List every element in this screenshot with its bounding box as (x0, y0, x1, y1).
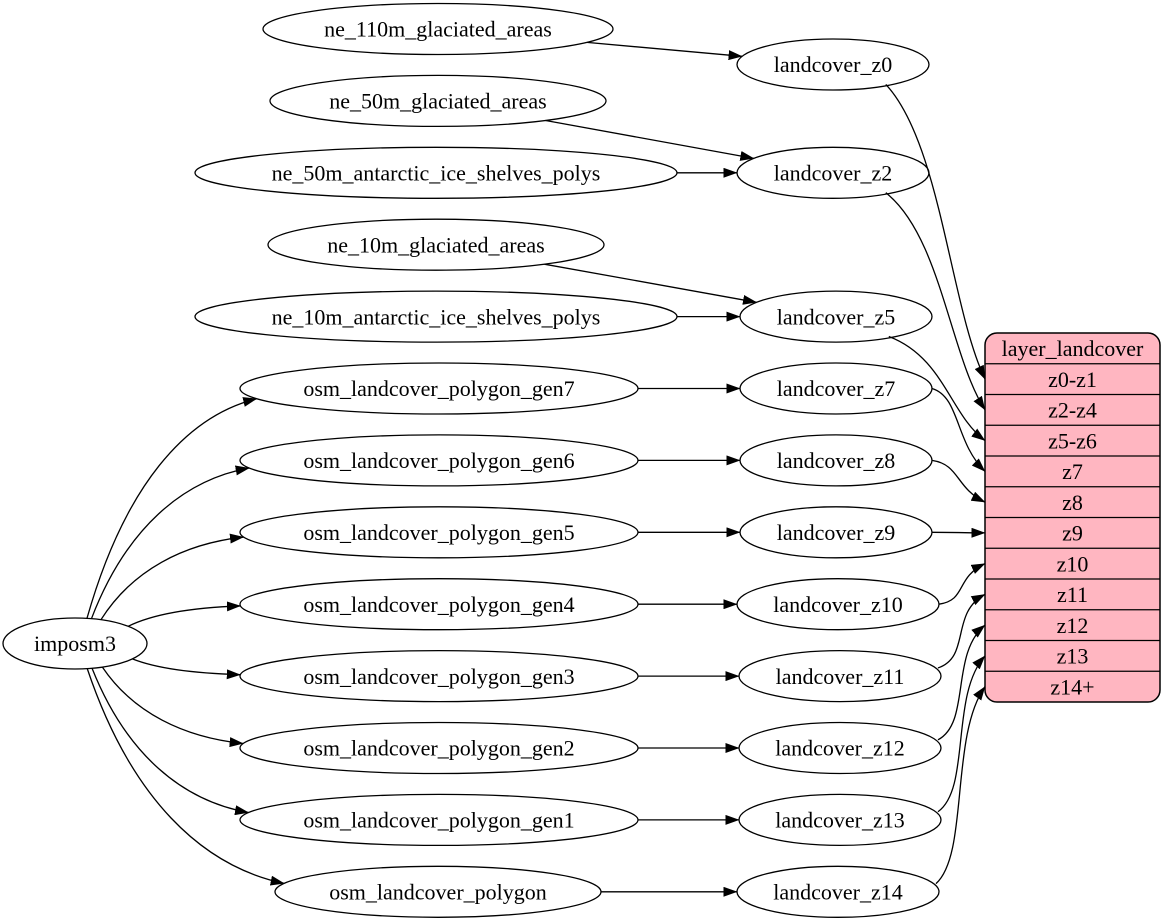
record-row-z5-z6: z5-z6 (1048, 428, 1097, 453)
edge-imposm3-to-osm_landcover_polygon_gen2 (101, 666, 244, 748)
edge-imposm3-to-osm_landcover_polygon_gen5 (100, 533, 245, 621)
edge-imposm3-to-osm_landcover_polygon_gen4 (127, 601, 241, 627)
edge-landcover_z9-to-row-z9 (931, 527, 986, 538)
node-landcover_z13: landcover_z13 (738, 793, 942, 847)
node-osm_landcover_polygon_gen1: osm_landcover_polygon_gen1 (239, 793, 639, 847)
node-label-osm_landcover_polygon: osm_landcover_polygon (329, 880, 547, 905)
node-osm_landcover_polygon_gen4: osm_landcover_polygon_gen4 (239, 578, 639, 631)
node-ne_10m_glaciated_areas: ne_10m_glaciated_areas (267, 218, 605, 271)
edge-landcover_z10-to-row-z10 (938, 563, 986, 605)
node-shape-ne_10m_glaciated_areas (267, 218, 605, 271)
edge-landcover_z13-to-row-z13 (937, 655, 986, 813)
edge-ne_50m_glaciated_areas-to-landcover_z2 (545, 119, 755, 161)
node-label-osm_landcover_polygon_gen3: osm_landcover_polygon_gen3 (303, 664, 574, 689)
edge-imposm3-to-osm_landcover_polygon (86, 668, 285, 886)
node-label-osm_landcover_polygon_gen4: osm_landcover_polygon_gen4 (303, 592, 574, 617)
node-label-landcover_z0: landcover_z0 (774, 52, 893, 77)
node-landcover_z5: landcover_z5 (739, 290, 933, 343)
record-row-z14+: z14+ (1050, 674, 1094, 699)
node-label-landcover_z5: landcover_z5 (777, 304, 896, 329)
node-ne_110m_glaciated_areas: ne_110m_glaciated_areas (262, 2, 614, 56)
node-osm_landcover_polygon_gen2: osm_landcover_polygon_gen2 (239, 721, 639, 775)
node-landcover_z8: landcover_z8 (739, 434, 933, 487)
edge-imposm3-to-osm_landcover_polygon_gen3 (132, 658, 241, 680)
node-label-osm_landcover_polygon_gen6: osm_landcover_polygon_gen6 (303, 448, 574, 473)
edge-landcover_z11-to-row-z11 (937, 593, 986, 669)
node-label-ne_110m_glaciated_areas: ne_110m_glaciated_areas (324, 17, 552, 42)
edge-landcover_z5-to-row-z5-z6 (888, 335, 986, 442)
node-osm_landcover_polygon_gen6: osm_landcover_polygon_gen6 (239, 434, 639, 487)
edge-imposm3-to-osm_landcover_polygon_gen6 (90, 465, 250, 619)
edge-imposm3-to-osm_landcover_polygon_gen7 (86, 397, 258, 619)
edges (86, 41, 986, 897)
node-label-ne_10m_antarctic_ice_shelves_polys: ne_10m_antarctic_ice_shelves_polys (272, 304, 601, 329)
record-row-z10: z10 (1057, 551, 1089, 576)
node-shape-landcover_z0 (736, 38, 930, 91)
node-landcover_z0: landcover_z0 (736, 38, 930, 91)
node-label-landcover_z11: landcover_z11 (776, 664, 905, 689)
node-landcover_z11: landcover_z11 (738, 649, 942, 703)
node-label-ne_50m_antarctic_ice_shelves_polys: ne_50m_antarctic_ice_shelves_polys (272, 161, 601, 186)
node-osm_landcover_polygon: osm_landcover_polygon (274, 865, 602, 918)
edge-ne_110m_glaciated_areas-to-landcover_z0 (586, 41, 743, 61)
record-row-z12: z12 (1057, 613, 1089, 638)
node-label-landcover_z2: landcover_z2 (774, 161, 893, 186)
node-label-osm_landcover_polygon_gen2: osm_landcover_polygon_gen2 (303, 736, 574, 761)
record-row-z2-z4: z2-z4 (1048, 398, 1097, 423)
node-landcover_z2: landcover_z2 (736, 146, 930, 199)
edge-landcover_z7-to-row-z7 (931, 387, 986, 472)
edge-landcover_z2-to-row-z2-z4 (885, 192, 986, 411)
record-row-z7: z7 (1062, 459, 1083, 484)
node-landcover_z10: landcover_z10 (736, 578, 940, 631)
node-shape-imposm3 (2, 617, 148, 670)
node-osm_landcover_polygon_gen5: osm_landcover_polygon_gen5 (239, 506, 639, 559)
node-label-osm_landcover_polygon_gen7: osm_landcover_polygon_gen7 (303, 376, 574, 401)
node-ne_50m_glaciated_areas: ne_50m_glaciated_areas (269, 74, 607, 128)
node-shape-ne_110m_glaciated_areas (262, 2, 614, 56)
edge-landcover_z12-to-row-z12 (937, 624, 986, 741)
edge-imposm3-to-osm_landcover_polygon_gen1 (91, 668, 250, 816)
node-layer-landcover: layer_landcover z0-z1 z2-z4 z5-z6 z7 z8 z9 z10 z… (984, 332, 1161, 703)
node-label-imposm3: imposm3 (34, 631, 116, 656)
edge-ne_10m_glaciated_areas-to-landcover_z5 (544, 263, 757, 305)
nodes: imposm3 ne_110m_glaciated_areas ne_50m_gla… (2, 2, 942, 918)
node-landcover_z7: landcover_z7 (739, 362, 933, 415)
record-row-z13: z13 (1057, 644, 1089, 669)
record-row-z0-z1: z0-z1 (1048, 367, 1097, 392)
node-label-osm_landcover_polygon_gen5: osm_landcover_polygon_gen5 (303, 520, 574, 545)
node-shape-ne_50m_glaciated_areas (269, 74, 607, 128)
node-ne_50m_antarctic_ice_shelves_polys: ne_50m_antarctic_ice_shelves_polys (194, 146, 678, 199)
node-label-osm_landcover_polygon_gen1: osm_landcover_polygon_gen1 (303, 808, 574, 833)
node-label-landcover_z8: landcover_z8 (777, 448, 896, 473)
node-label-landcover_z9: landcover_z9 (777, 520, 896, 545)
record-row-z9: z9 (1062, 521, 1083, 546)
node-label-landcover_z7: landcover_z7 (777, 376, 896, 401)
edge-landcover_z8-to-row-z8 (931, 459, 986, 503)
node-label-landcover_z14: landcover_z14 (773, 880, 903, 905)
node-landcover_z12: landcover_z12 (738, 721, 942, 775)
record-row-z8: z8 (1062, 490, 1083, 515)
node-osm_landcover_polygon_gen3: osm_landcover_polygon_gen3 (239, 649, 639, 703)
node-ne_10m_antarctic_ice_shelves_polys: ne_10m_antarctic_ice_shelves_polys (194, 290, 678, 343)
node-label-ne_50m_glaciated_areas: ne_50m_glaciated_areas (329, 89, 546, 114)
node-label-landcover_z10: landcover_z10 (773, 592, 903, 617)
record-row-z11: z11 (1057, 582, 1088, 607)
node-label-ne_10m_glaciated_areas: ne_10m_glaciated_areas (327, 232, 544, 257)
node-osm_landcover_polygon_gen7: osm_landcover_polygon_gen7 (239, 362, 639, 415)
node-landcover_z9: landcover_z9 (739, 506, 933, 559)
edge-landcover_z0-to-row-z0-z1 (885, 83, 986, 380)
record-title: layer_landcover (1002, 336, 1144, 361)
edge-landcover_z14-to-row-z14+ (935, 686, 986, 885)
node-imposm3: imposm3 (2, 617, 148, 670)
node-label-landcover_z13: landcover_z13 (775, 808, 905, 833)
node-landcover_z14: landcover_z14 (736, 865, 940, 918)
node-label-landcover_z12: landcover_z12 (775, 736, 905, 761)
